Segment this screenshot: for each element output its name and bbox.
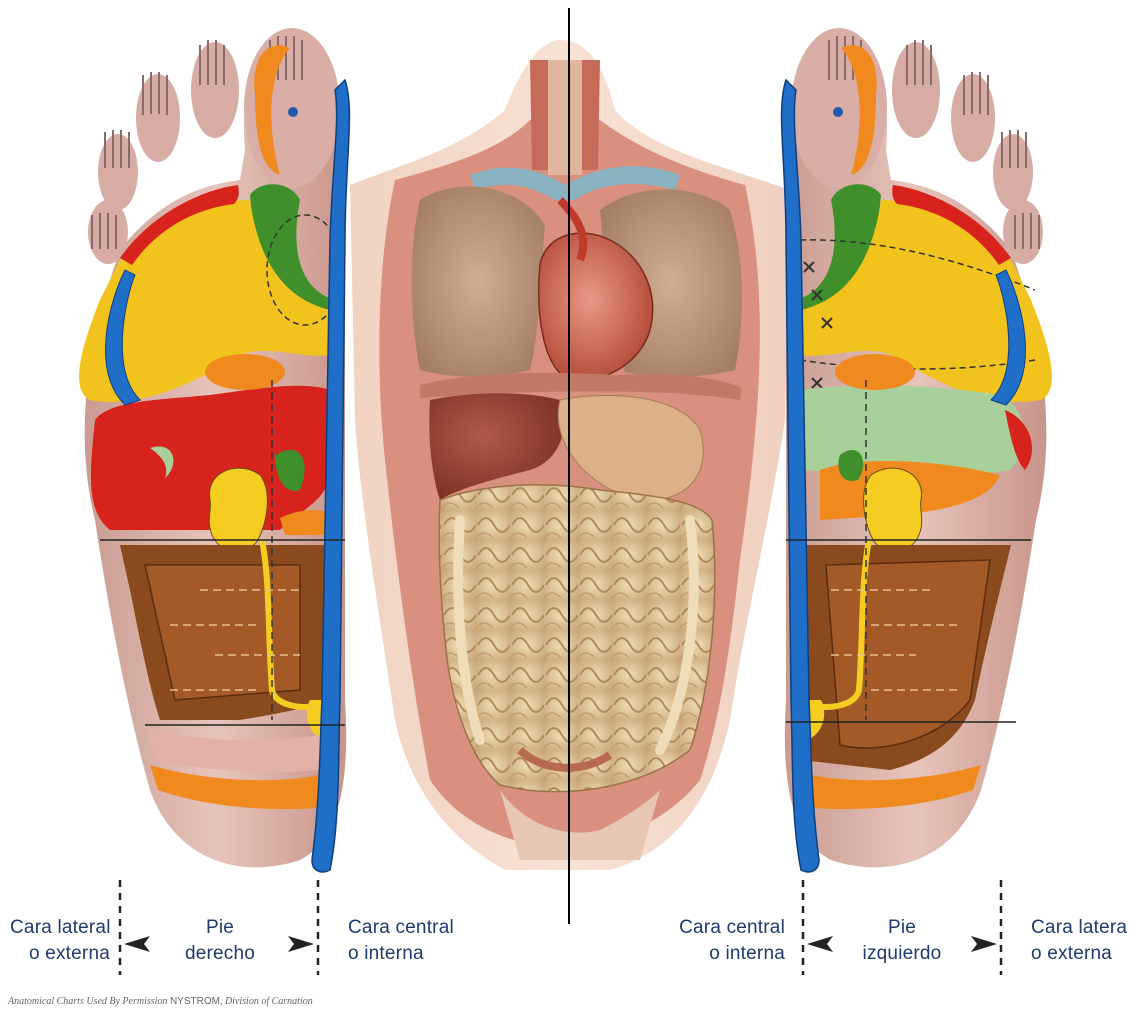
credit-line: Anatomical Charts Used By Permission NYS… <box>8 996 313 1007</box>
label-right-central-face: Cara central o interna <box>348 915 468 967</box>
label-left-lateral-face: Cara latera o externa <box>1031 915 1131 967</box>
left-kidney-zone <box>864 468 922 551</box>
label-left-foot: Pie izquierdo <box>852 915 952 967</box>
left-foot <box>782 28 1052 872</box>
right-kidney-zone <box>209 468 267 551</box>
arrow-left-right-foot <box>124 936 150 952</box>
label-left-central-face: Cara central o interna <box>665 915 785 967</box>
label-right-lateral-face: Cara lateral o externa <box>10 915 110 967</box>
arrow-right-left-foot <box>971 936 997 952</box>
arrow-left-left-foot <box>807 936 833 952</box>
intestines <box>439 485 715 792</box>
left-solar-zone <box>835 354 915 390</box>
right-lung <box>412 186 545 376</box>
label-right-foot: Pie derecho <box>170 915 270 967</box>
arrow-right-right-foot <box>288 936 314 952</box>
right-solar-zone <box>205 354 285 390</box>
right-foot <box>79 28 349 872</box>
